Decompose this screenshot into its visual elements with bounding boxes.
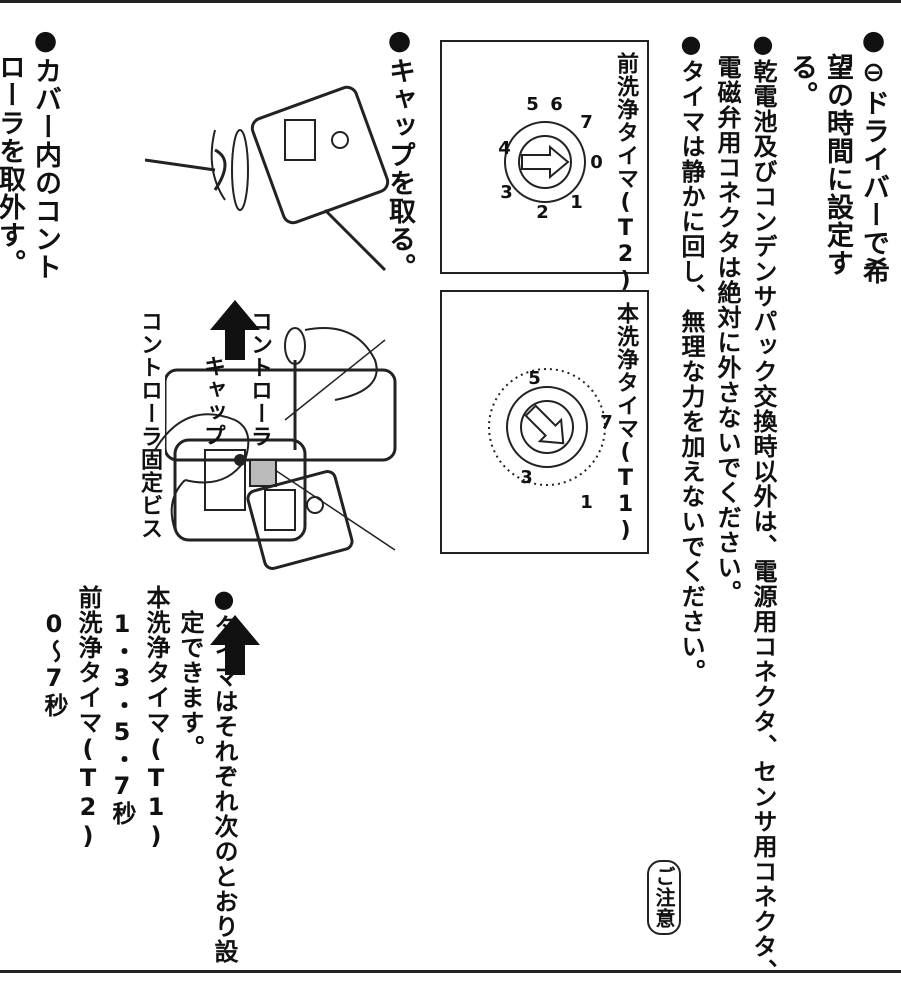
dial-t1-box: 本洗浄タイマ(T1) 5 7 3 1 (440, 290, 649, 554)
dial-t2-mark-2: 2 (532, 202, 553, 224)
caution-line-1: ●乾電池及びコンデンサパック交換時以外は、電源用コネクタ、センサ用コネクタ、 (749, 30, 777, 984)
cap-figure (145, 390, 375, 580)
caution-line-3: ●タイマは静かに回し、無理な力を加えないでください。 (677, 30, 705, 684)
controller-label: コントローラ (247, 310, 272, 448)
cap-label: キャップ (200, 355, 225, 447)
step-2-line-1: ●キャップを取る。 (384, 25, 415, 281)
timer-info-line-4: 1・3・5・7秒 (108, 585, 136, 826)
timer-info: ●タイマはそれぞれ次のとおり設 定できます。 本洗浄タイマ(T1) 1・3・5・… (37, 585, 241, 964)
dial-t2-box: 前洗浄タイマ(T2) 5 6 7 0 1 2 3 4 (440, 40, 649, 294)
step-3-line-1: ●⊖ドライバーで希 (858, 25, 889, 285)
dial-t2-mark-7: 7 (576, 112, 597, 134)
caution-section: ●乾電池及びコンデンサパック交換時以外は、電源用コネクタ、センサ用コネクタ、 電… (673, 30, 781, 984)
timer-info-line-6: 0〜7秒 (40, 585, 68, 718)
step-3-text: ●⊖ドライバーで希 望の時間に設定す る。 (783, 25, 891, 285)
dial-t1-mark-5: 5 (524, 368, 545, 390)
dial-t2-knob[interactable] (480, 97, 610, 227)
arrow-up-icon-2 (210, 615, 260, 675)
controller-figure (165, 320, 445, 570)
dial-t2-mark-0: 0 (586, 152, 607, 174)
step-3-line-3: る。 (786, 25, 817, 109)
dial-t1-mark-1: 1 (576, 492, 597, 514)
timer-info-line-3: 本洗浄タイマ(T1) (142, 585, 170, 851)
timer-info-line-5: 前洗浄タイマ(T2) (74, 585, 102, 851)
bottom-border (0, 970, 901, 973)
dial-t2-mark-3: 3 (496, 182, 517, 204)
screwdriver-drawing (145, 85, 390, 272)
caution-line-2: 電磁弁用コネクタは絶対に外さないでください。 (713, 30, 741, 605)
top-border (0, 0, 901, 3)
dial-t2-title: 前洗浄タイマ(T2) (613, 52, 638, 294)
step-1-line-1: ●カバー内のコント (30, 25, 61, 281)
dial-t1-knob[interactable] (482, 362, 612, 492)
step-2-text: ●キャップを取る。 (381, 25, 417, 281)
step-1-line-2: ローラを取外す。 (0, 53, 25, 277)
step-1-text: ●カバー内のコント ローラを取外す。 (0, 25, 63, 281)
arrow-up-icon (210, 300, 260, 360)
cap-drawing (154, 413, 354, 570)
dial-t1-mark-7: 7 (596, 412, 617, 434)
dial-t2-mark-5: 5 (522, 94, 543, 116)
step-3-line-2: 望の時間に設定す (822, 25, 853, 277)
timer-info-line-1: ●タイマはそれぞれ次のとおり設 (210, 585, 238, 964)
dial-t2-mark-6: 6 (546, 94, 567, 116)
dial-t2-mark-1: 1 (566, 192, 587, 214)
dial-t2-mark-4: 4 (494, 138, 515, 160)
controller-drawing (165, 327, 397, 551)
dial-t1-mark-3: 3 (516, 467, 537, 489)
screwdriver-figure (145, 60, 415, 285)
screw-label: コントローラ固定ビス (137, 310, 162, 540)
caution-badge: ご注意 (647, 860, 681, 935)
dial-t1-title: 本洗浄タイマ(T1) (613, 302, 638, 544)
timer-info-line-2: 定できます。 (176, 585, 204, 760)
